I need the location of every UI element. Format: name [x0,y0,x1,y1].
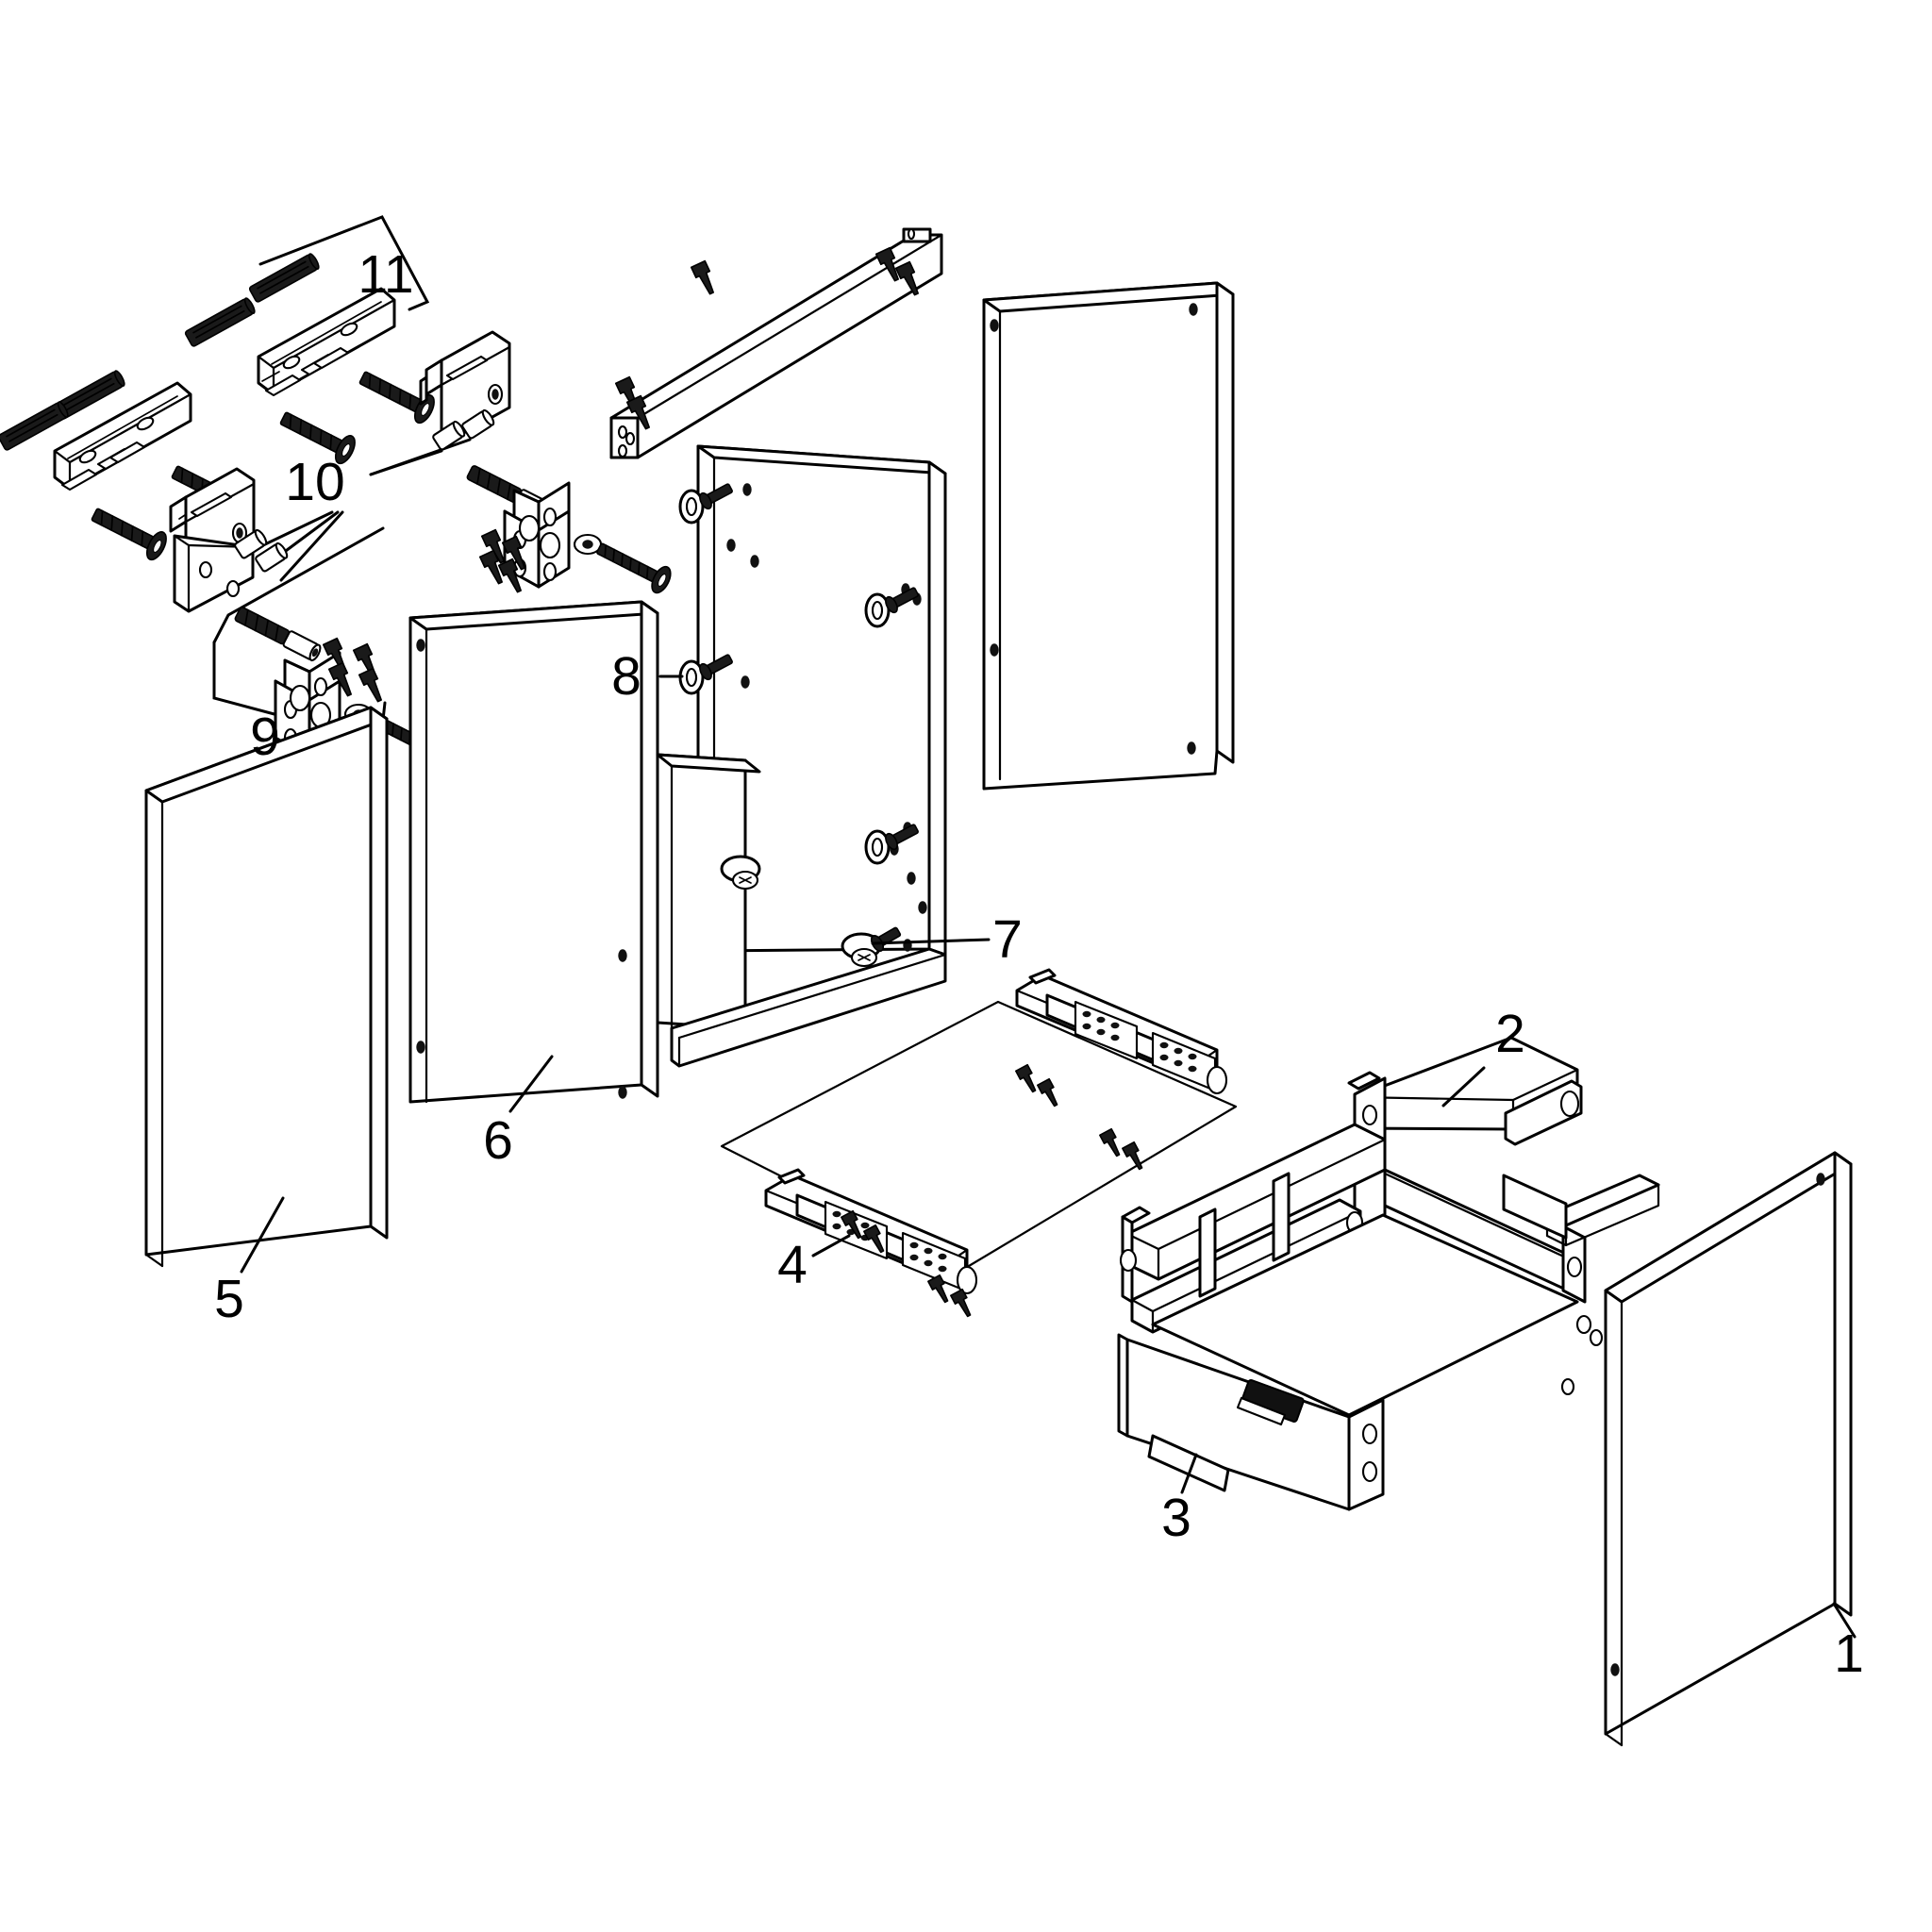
drawer-front-panel [1117,1333,1385,1511]
drawer-front-trim-strip-3 [1147,1434,1230,1492]
screw-rail-c [894,260,919,296]
callout-9-bracket-top [212,526,385,644]
callout-label-7: 7 [992,909,1023,970]
cam-bolt-b [699,654,733,681]
dowel-pin-1 [432,420,466,451]
leader-6 [508,1055,554,1113]
cam-disc-d [864,829,891,865]
cam-bolt-d [885,824,919,851]
dowel-pin-4 [255,541,289,573]
leader-10-b [369,438,472,476]
cam-bolt-c [885,587,919,614]
cabinet-carcass [408,444,947,1104]
callout-label-6: 6 [483,1110,513,1171]
part-group-4-drawer-runners [720,968,1238,1318]
hanging-rail-upper [257,287,396,397]
callout-label-10: 10 [285,452,344,512]
screw-rail-e [625,394,650,430]
wood-screws-9 [322,637,382,703]
callout-label-4: 4 [777,1235,808,1295]
drawer-bottom-plate [1151,1213,1579,1417]
front-panel-1 [1604,1151,1857,1747]
dowel-pin-3 [234,528,268,559]
leader-7 [871,938,991,945]
drawer-side-rail-right [1383,1168,1660,1304]
part-group-10-dowel-pins [234,408,495,582]
callout-label-8: 8 [611,646,641,707]
leader-1 [1832,1602,1857,1639]
callout-9-bracket-left [212,641,287,719]
side-panel-5 [144,706,389,1274]
cabinet-top-cross-rail [609,227,943,459]
angle-bracket-kit-center [466,465,672,594]
leader-2 [1441,1066,1486,1108]
cam-disc-b [678,659,705,695]
cam-connector-front [720,855,761,891]
runner-lower-plate-b [901,1231,967,1292]
hanging-rail-lower [53,381,192,491]
runner-screws-upper [1015,1063,1143,1171]
runner-upper-plate-a [1074,1000,1139,1060]
drawer-back-structure [1119,1123,1387,1334]
drawer-box-assembly [1117,1036,1660,1511]
back-panel-board [982,281,1235,791]
cam-disc-a [678,489,705,525]
dowel-pin-2 [461,408,495,440]
leader-10-e [279,510,344,582]
runner-screws-lower [841,1209,972,1318]
callout-label-2: 2 [1495,1004,1525,1064]
wood-screws-center [478,528,525,593]
callout-label-11: 11 [358,244,413,305]
callout-labels: 1 2 3 4 5 6 7 8 9 10 11 [214,244,1864,1684]
callout-11-bracket [258,215,430,311]
drawer-runner-upper [1015,968,1228,1095]
callout-label-3: 3 [1161,1488,1191,1548]
callout-label-5: 5 [214,1269,244,1329]
drawer-misc-screws [1560,1314,1604,1396]
wall-anchor-plugs [0,253,320,451]
angle-bracket-center [503,481,571,589]
leader-5 [240,1196,285,1274]
dowel-screw-9 [234,607,322,662]
cam-bolt-a [699,483,733,510]
cam-fittings-group-8 [678,483,919,865]
screw-rail-a [690,259,714,295]
callout-label-9: 9 [250,707,280,767]
cam-disc-c [864,592,891,628]
leader-3 [1180,1453,1198,1494]
drawer-runner-lower [764,1168,978,1295]
leader-4 [811,1234,851,1257]
washer-center-hole [582,540,593,549]
wall-hanger-bracket-left [169,467,256,613]
callout-label-1: 1 [1834,1624,1864,1684]
part-group-11-wall-rail-kit [0,215,435,561]
screw-rail-b [874,246,899,282]
machine-screw-center [596,542,672,594]
drawer-mount-plate [1502,1174,1568,1240]
